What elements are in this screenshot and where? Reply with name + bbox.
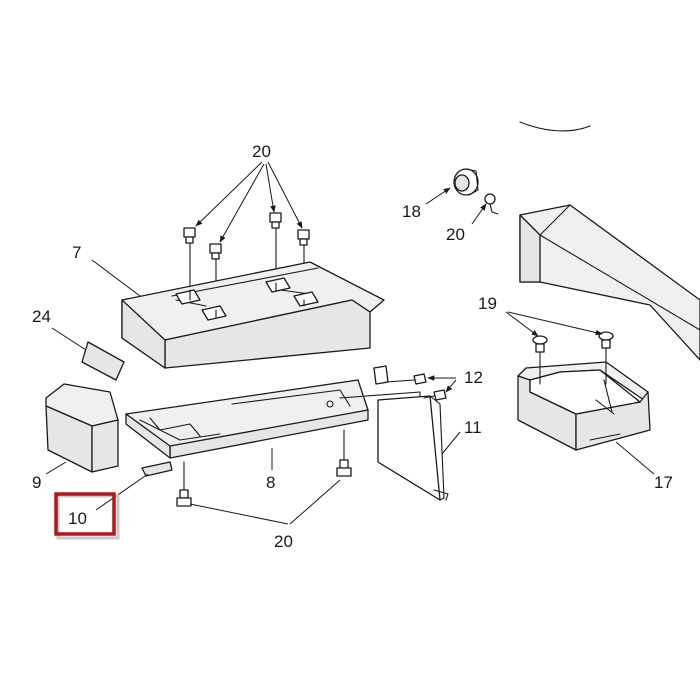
callout-8: 8 (266, 473, 275, 492)
part-9-end-cap[interactable] (45, 383, 119, 473)
callout-12: 12 (464, 368, 483, 387)
callout-20-mid: 20 (446, 225, 465, 244)
callout-19: 19 (478, 294, 497, 313)
highlight-shadow (56, 494, 120, 540)
part-17-box-cover[interactable] (517, 361, 651, 451)
part-7-cover-plate[interactable] (121, 261, 385, 369)
highlight-box (54, 492, 116, 536)
callout-7: 7 (72, 243, 81, 262)
screw-top-1[interactable] (183, 227, 196, 291)
screw-top-3[interactable] (269, 212, 282, 284)
callout-11: 11 (464, 418, 482, 437)
screw-bottom-right[interactable] (336, 429, 352, 477)
part-18-knob[interactable] (453, 168, 479, 196)
callout-24: 24 (32, 307, 51, 326)
part-12-screws[interactable] (385, 373, 447, 401)
partial-outline-arc (519, 121, 591, 132)
callout-9: 9 (32, 473, 41, 492)
part-24-label[interactable] (81, 341, 125, 381)
part-11-side-bracket[interactable] (373, 365, 449, 501)
part-20-screws-bottom[interactable] (176, 429, 352, 507)
screw-19-left[interactable] (532, 335, 548, 385)
part-17-rail[interactable] (519, 204, 700, 361)
leader-lines (45, 161, 655, 525)
part-20-screw-mid[interactable] (484, 193, 499, 215)
callout-20-top: 20 (252, 142, 271, 161)
callout-17: 17 (654, 473, 673, 492)
part-8-base-tray[interactable] (125, 379, 421, 459)
callout-10[interactable]: 10 (68, 509, 87, 528)
screw-bottom-left[interactable] (176, 461, 192, 507)
callout-18: 18 (402, 202, 421, 221)
part-10-clip[interactable] (141, 461, 173, 477)
callout-20-bottom: 20 (274, 532, 293, 551)
